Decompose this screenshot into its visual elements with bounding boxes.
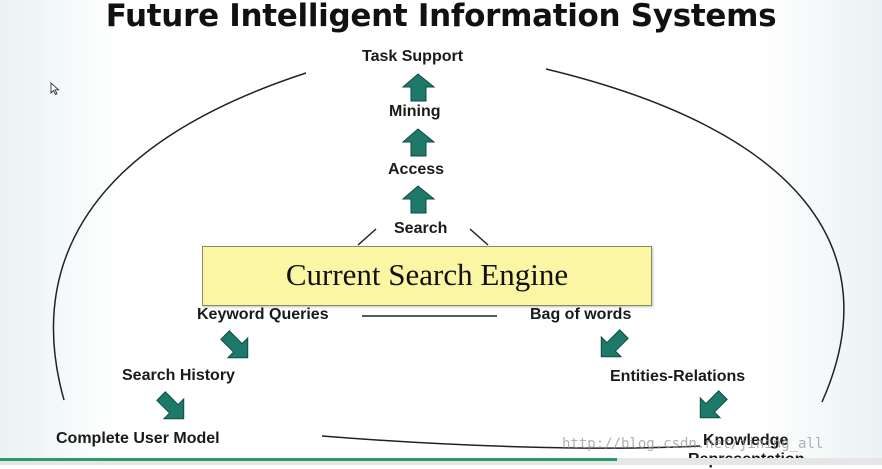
label-bag-of-words: Bag of words [530,306,632,323]
slide-title: Future Intelligent Information Systems [105,0,777,34]
search-line-left [357,228,377,246]
video-progress-fill [0,458,618,461]
right-curve [545,68,845,403]
left-curve [52,72,307,401]
search-line-right [469,228,489,246]
mouse-pointer-icon [50,82,60,96]
label-access: Access [388,161,445,178]
label-search-history: Search History [122,367,235,384]
watermark: http://blog.csdn.net/jining_all [562,436,824,452]
label-task-support: Task Support [362,48,464,65]
arrow-history-usermodel [156,391,185,420]
label-search: Search [394,220,448,237]
label-entities-relations: Entities-Relations [610,368,746,385]
arrow-bag-entities [600,329,629,358]
label-knowledge: Knowledge [703,432,789,449]
arrow-keyword-history [220,330,249,359]
bottom-curve [321,435,701,449]
slide-right-gradient [762,0,882,465]
label-mining: Mining [389,103,441,120]
arrow-up-search-access [401,185,436,214]
arrow-up-mining-task [401,73,436,102]
video-progress-bar[interactable] [0,458,882,465]
label-keyword-queries: Keyword Queries [197,306,329,323]
current-search-engine-label: Current Search Engine [285,257,569,292]
current-search-engine-box: Current Search Engine [202,246,652,306]
label-complete-user-model: Complete User Model [56,430,220,447]
arrow-up-access-mining [401,128,436,157]
arrow-entities-knowledge [699,390,728,419]
